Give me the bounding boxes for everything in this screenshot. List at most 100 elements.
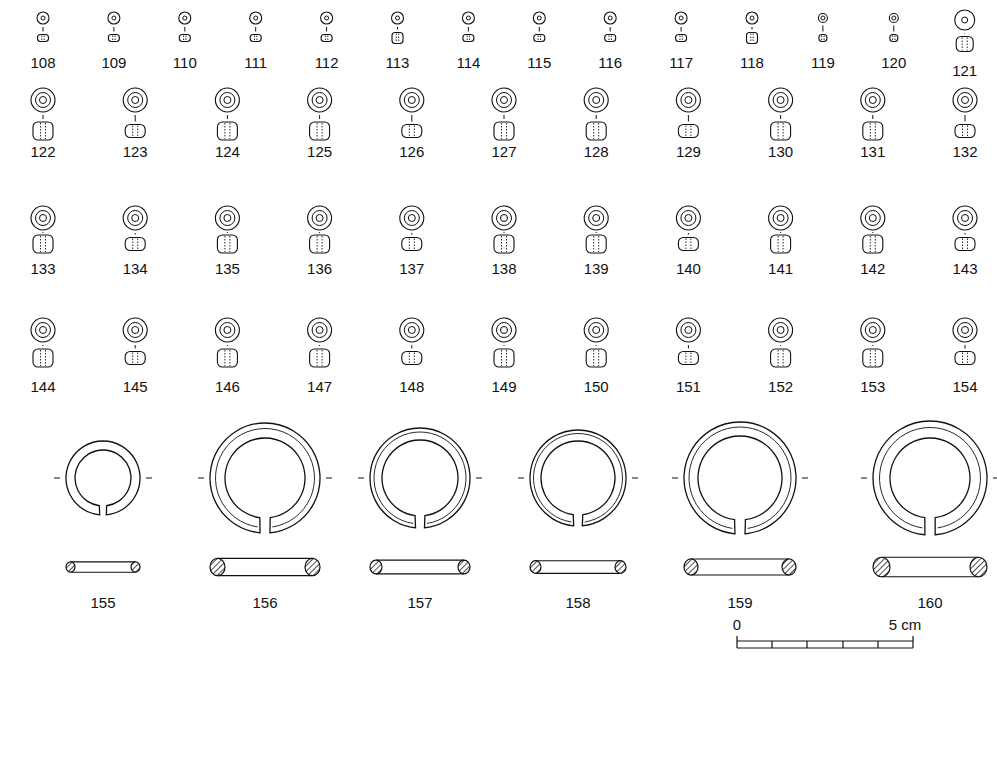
ear-ring-drawing [198, 423, 332, 576]
catalogue-number: 113 [368, 54, 428, 72]
catalogue-number: 109 [84, 54, 144, 72]
bead-drawing [123, 206, 147, 251]
bead-drawing [400, 206, 424, 251]
bead-drawing [462, 12, 474, 42]
catalogue-number: 153 [843, 378, 903, 396]
catalogue-number: 151 [658, 378, 718, 396]
bead-drawing [492, 318, 516, 367]
bead-drawing [861, 88, 885, 140]
bead-drawing [676, 206, 700, 251]
bead-drawing [215, 206, 239, 253]
catalogue-number: 149 [474, 378, 534, 396]
catalogue-number: 140 [658, 260, 718, 278]
catalogue-number: 110 [155, 54, 215, 72]
catalogue-number: 155 [73, 594, 133, 612]
ear-ring-drawing [358, 428, 482, 574]
catalogue-number: 160 [900, 594, 960, 612]
bead-drawing [37, 12, 49, 42]
catalogue-number: 137 [382, 260, 442, 278]
catalogue-number: 143 [935, 260, 995, 278]
catalogue-number: 150 [566, 378, 626, 396]
catalogue-number: 157 [390, 594, 450, 612]
catalogue-number: 135 [197, 260, 257, 278]
catalogue-number: 138 [474, 260, 534, 278]
catalogue-number: 154 [935, 378, 995, 396]
bead-drawing [953, 206, 977, 251]
bead-drawing [584, 318, 608, 367]
bead-drawing [308, 318, 332, 367]
bead-drawing [400, 88, 424, 138]
catalogue-number: 159 [710, 594, 770, 612]
catalogue-number: 158 [548, 594, 608, 612]
bead-drawing [889, 14, 898, 42]
catalogue-number: 123 [105, 143, 165, 161]
catalogue-number: 120 [864, 54, 924, 72]
catalogue-number: 156 [235, 594, 295, 612]
bead-drawing [675, 12, 687, 42]
bead-drawing [215, 318, 239, 367]
bead-drawing [215, 88, 239, 140]
bead-drawing [533, 12, 545, 42]
scale-label: 0 [707, 616, 767, 634]
bead-drawing [955, 10, 975, 52]
catalogue-number: 112 [297, 54, 357, 72]
bead-drawing [31, 206, 55, 253]
bead-drawing [123, 318, 147, 365]
catalogue-number: 124 [197, 143, 257, 161]
catalogue-number: 141 [751, 260, 811, 278]
catalogue-number: 136 [290, 260, 350, 278]
catalogue-number: 134 [105, 260, 165, 278]
bead-drawing [123, 88, 147, 138]
catalogue-number: 144 [13, 378, 73, 396]
ear-ring-drawing [861, 421, 997, 577]
catalogue-number: 133 [13, 260, 73, 278]
catalogue-number: 121 [935, 62, 995, 80]
bead-drawing [492, 88, 516, 140]
bead-drawing [321, 12, 333, 42]
catalogue-number: 147 [290, 378, 350, 396]
bead-drawing [676, 88, 700, 138]
catalogue-number: 122 [13, 143, 73, 161]
bead-drawing [400, 318, 424, 365]
bead-drawing [818, 14, 827, 42]
scale-label: 5 cm [875, 616, 935, 634]
bead-drawing [604, 12, 616, 42]
catalogue-number: 126 [382, 143, 442, 161]
catalogue-number: 130 [751, 143, 811, 161]
bead-drawing [584, 206, 608, 253]
bead-drawing [308, 206, 332, 253]
bead-drawing [861, 206, 885, 253]
catalogue-number: 119 [793, 54, 853, 72]
bead-drawing [31, 318, 55, 367]
bead-drawing [746, 12, 758, 44]
catalogue-number: 114 [438, 54, 498, 72]
ear-ring-drawing [518, 430, 638, 573]
bead-drawing [108, 12, 120, 42]
ear-ring-drawing [54, 441, 152, 572]
catalogue-number: 117 [651, 54, 711, 72]
catalogue-number: 111 [226, 54, 286, 72]
bead-drawing [584, 88, 608, 140]
ear-ring-drawing [672, 422, 808, 575]
catalogue-number: 118 [722, 54, 782, 72]
catalogue-number: 127 [474, 143, 534, 161]
bead-drawing [676, 318, 700, 365]
bead-drawing [492, 206, 516, 253]
catalogue-number: 142 [843, 260, 903, 278]
catalogue-number: 152 [751, 378, 811, 396]
bead-drawing [250, 12, 262, 42]
catalogue-number: 116 [580, 54, 640, 72]
catalogue-number: 125 [290, 143, 350, 161]
catalogue-number: 148 [382, 378, 442, 396]
catalogue-number: 131 [843, 143, 903, 161]
bead-drawing [392, 12, 404, 44]
bead-drawing [953, 88, 977, 138]
bead-drawing [861, 318, 885, 367]
bead-drawing [769, 206, 793, 253]
catalogue-number: 129 [658, 143, 718, 161]
catalogue-number: 108 [13, 54, 73, 72]
catalogue-number: 128 [566, 143, 626, 161]
bead-drawing [769, 318, 793, 367]
catalogue-number: 146 [197, 378, 257, 396]
